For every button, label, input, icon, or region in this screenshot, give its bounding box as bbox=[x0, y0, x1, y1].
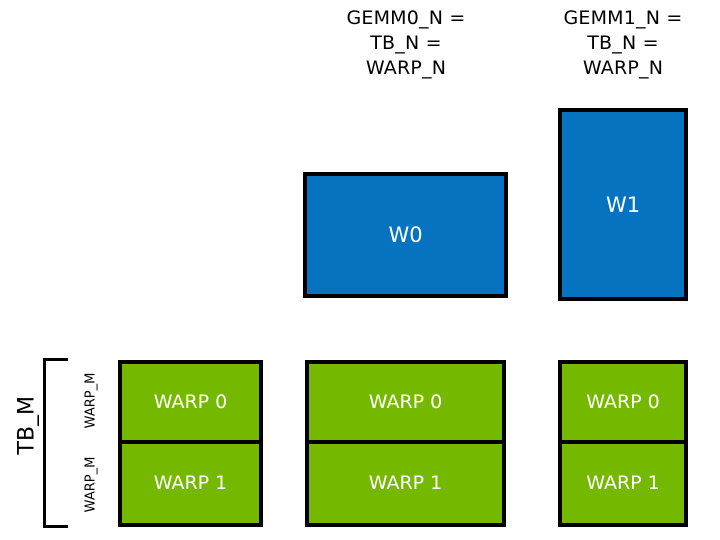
blue-block-w0-label: W0 bbox=[388, 223, 423, 247]
green-cell-left-warp-1: WARP 1 bbox=[122, 444, 259, 524]
axis-label-tb-m: TB_M bbox=[14, 395, 40, 455]
green-cell-left-warp-0: WARP 0 bbox=[122, 364, 259, 444]
caption-gemm0-n: GEMM0_N = TB_N = WARP_N bbox=[346, 7, 466, 79]
green-column-left: WARP 0 WARP 1 bbox=[118, 360, 263, 527]
blue-block-w1-label: W1 bbox=[605, 192, 641, 217]
green-column-middle: WARP 0 WARP 1 bbox=[305, 360, 506, 527]
green-cell-label: WARP 0 bbox=[368, 390, 443, 413]
green-cell-middle-warp-1: WARP 1 bbox=[309, 444, 502, 524]
green-cell-label: WARP 1 bbox=[368, 472, 443, 495]
green-cell-label: WARP 0 bbox=[586, 390, 660, 413]
green-column-right: WARP 0 WARP 1 bbox=[558, 360, 688, 527]
tb-m-bracket bbox=[43, 358, 68, 528]
green-cell-label: WARP 0 bbox=[153, 390, 228, 413]
green-cell-right-warp-0: WARP 0 bbox=[562, 364, 684, 444]
green-cell-label: WARP 1 bbox=[153, 472, 228, 495]
blue-block-w0: W0 bbox=[303, 172, 508, 298]
axis-label-warp-m-top: WARP_M bbox=[83, 372, 99, 429]
green-cell-middle-warp-0: WARP 0 bbox=[309, 364, 502, 444]
green-cell-label: WARP 1 bbox=[586, 472, 660, 495]
blue-block-w1: W1 bbox=[558, 108, 688, 301]
axis-label-warp-m-bottom: WARP_M bbox=[83, 456, 99, 513]
caption-gemm1-n: GEMM1_N = TB_N = WARP_N bbox=[563, 7, 683, 79]
green-cell-right-warp-1: WARP 1 bbox=[562, 444, 684, 524]
